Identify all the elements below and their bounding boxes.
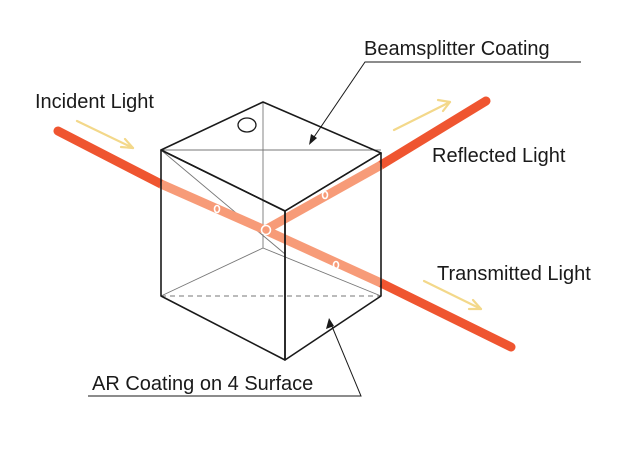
beams-inside: [159, 161, 384, 288]
reflected-arrow-icon: [392, 98, 452, 132]
ar-coating-label: AR Coating on 4 Surface: [92, 373, 313, 395]
transmitted-arrow-icon: [422, 279, 483, 311]
incident-beam-inside: [159, 179, 267, 235]
hidden-bottom-right-edge: [262, 247, 382, 297]
beamsplitter-coating-plane: [160, 149, 381, 255]
ar-coating-leader: [88, 323, 362, 397]
cube-left-face: [160, 149, 286, 361]
marker-split-point: [260, 224, 272, 236]
marker-reflected: [321, 190, 329, 200]
beamsplitter-leader-arrowhead: [309, 134, 317, 145]
beamsplitter-leader: [311, 61, 581, 141]
reflected-beam: [376, 96, 491, 170]
cube-hidden-edges: [160, 102, 382, 297]
cube-right-face: [284, 152, 382, 361]
transmitted-light-label: Transmitted Light: [437, 263, 591, 285]
leader-lines: [88, 61, 581, 397]
beams-outside: [53, 96, 516, 352]
transmitted-beam-inside: [263, 225, 383, 288]
marker-incident: [213, 204, 221, 214]
ar-coating-leader-arrowhead: [326, 318, 334, 329]
beam-markers: [213, 190, 340, 270]
beamsplitter-coating-label: Beamsplitter Coating: [364, 38, 550, 60]
incident-light-label: Incident Light: [35, 91, 154, 113]
cube-visible-edges: [160, 101, 382, 361]
coating-front-diagonal: [160, 149, 286, 255]
hidden-bottom-left-edge: [160, 247, 264, 297]
reflected-light-label: Reflected Light: [432, 145, 566, 167]
incident-beam: [53, 126, 166, 189]
direction-arrows: [75, 98, 483, 311]
cube-top-hole: [237, 117, 257, 133]
transmitted-beam: [376, 278, 516, 352]
incident-arrow-icon: [75, 119, 135, 150]
marker-transmitted: [332, 260, 340, 270]
